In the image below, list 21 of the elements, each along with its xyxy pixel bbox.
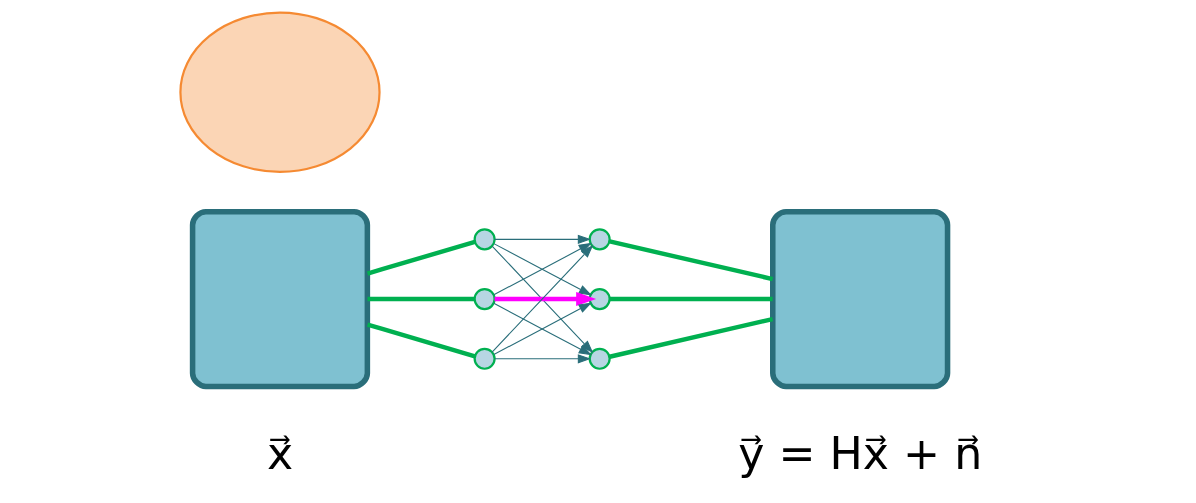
connector [609,239,774,282]
node-label: x⃗ [266,428,294,480]
connector [367,296,475,302]
arrow [494,354,592,364]
node-label: y⃗ = Hx⃗ + n⃗ [738,428,983,480]
node-cloud [179,11,381,173]
connector [609,316,774,359]
arrow [493,302,592,356]
arrow [494,234,592,244]
node-circle [588,228,611,251]
node-circle [473,228,496,251]
node-box [770,208,951,390]
connector [366,239,476,276]
node-circle [588,347,611,370]
connector [609,296,773,302]
arrow [494,292,597,307]
node-circle [588,288,611,311]
node-circle [473,347,496,370]
node-circle [473,288,496,311]
connector [366,322,476,359]
node-box [189,208,371,390]
